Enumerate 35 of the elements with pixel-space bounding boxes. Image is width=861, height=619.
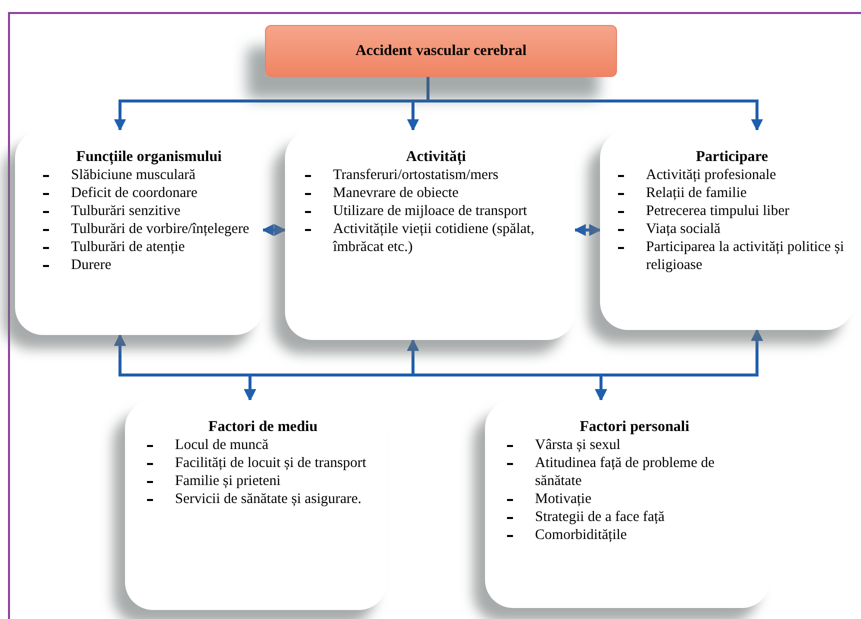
list-item: Locul de muncă	[175, 436, 268, 454]
list-item: Strategii de a face față	[535, 508, 665, 526]
arrow	[426, 77, 763, 132]
list-item: Activitățile vieții cotidiene (spălat, îmbrăcat etc.)	[333, 220, 536, 256]
arrow	[595, 328, 763, 402]
node-title: Accident vascular cerebral	[355, 42, 527, 61]
list-item: Slăbiciune musculară	[71, 166, 196, 184]
list-item: Tulburări senzitive	[71, 202, 180, 220]
list-item: Deficit de coordonare	[71, 184, 198, 202]
title-box	[265, 25, 617, 77]
card-heading: Factori personali	[578, 418, 690, 436]
card-heading: Activități	[405, 148, 467, 166]
list-item: Atitudinea față de probleme de sănătate	[535, 454, 716, 490]
list-item: Viața socială	[646, 220, 720, 238]
list-item: Durere	[71, 256, 112, 274]
list-item: Tulburări de atenție	[71, 238, 185, 256]
list-item: Utilizare de mijloace de transport	[333, 202, 528, 220]
list-item: Familie și prieteni	[175, 472, 281, 490]
list-item: Motivație	[535, 490, 592, 508]
list-item: Petrecerea timpului liber	[646, 202, 790, 220]
list-item: Relații de familie	[646, 184, 747, 202]
list-item: Activități profesionale	[646, 166, 776, 184]
list-item: Tulburări de vorbire/înțelegere	[71, 220, 250, 238]
card-heading: Funcțiile organismului	[75, 148, 223, 166]
list-item: Manevrare de obiecte	[333, 184, 459, 202]
card-heading: Participare	[694, 148, 770, 166]
card-heading: Factori de mediu	[207, 418, 319, 436]
list-item: Transferuri/ortostatism/mers	[333, 166, 498, 184]
list-item: Servicii de sănătate și asigurare.	[175, 490, 362, 508]
list-item: Comorbiditățile	[535, 526, 627, 544]
arrow	[262, 224, 286, 236]
arrow	[574, 224, 602, 236]
list-item: Participarea la activități politice și religioase	[646, 238, 846, 274]
list-item: Facilități de locuit și de transport	[175, 454, 366, 472]
list-item: Vârsta și sexul	[535, 436, 620, 454]
